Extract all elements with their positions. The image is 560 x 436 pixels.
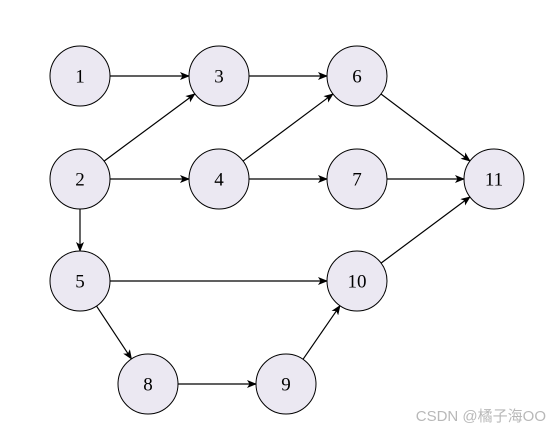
node-circle xyxy=(326,250,388,312)
node-circle xyxy=(49,45,111,107)
node-label: 5 xyxy=(75,272,85,293)
node-11: 11 xyxy=(463,148,525,210)
node-circle xyxy=(117,353,179,415)
node-label: 7 xyxy=(352,170,362,191)
edge-6-to-11 xyxy=(380,93,471,162)
node-9: 9 xyxy=(255,353,317,415)
node-8: 8 xyxy=(117,353,179,415)
node-5: 5 xyxy=(49,250,111,312)
node-10: 10 xyxy=(326,250,388,312)
node-circle xyxy=(188,45,250,107)
node-circle xyxy=(463,148,525,210)
node-4: 4 xyxy=(188,148,250,210)
node-2: 2 xyxy=(49,148,111,210)
node-label: 11 xyxy=(485,170,503,191)
node-circle xyxy=(326,45,388,107)
edges-layer xyxy=(76,72,471,388)
node-1: 1 xyxy=(49,45,111,107)
edge-10-to-11 xyxy=(380,196,471,264)
node-label: 2 xyxy=(75,170,85,191)
edge-9-to-10 xyxy=(302,304,341,360)
node-label: 9 xyxy=(281,375,291,396)
node-circle xyxy=(326,148,388,210)
node-circle xyxy=(49,250,111,312)
nodes-layer: 1 2 3 4 5 6 7 8 9 10 11 xyxy=(49,45,525,415)
edge-4-to-6 xyxy=(242,93,334,162)
node-label: 1 xyxy=(75,67,85,88)
node-label: 10 xyxy=(348,272,367,293)
node-circle xyxy=(49,148,111,210)
edge-2-to-3 xyxy=(103,93,196,162)
node-3: 3 xyxy=(188,45,250,107)
node-7: 7 xyxy=(326,148,388,210)
watermark: CSDN @橘子海OO xyxy=(415,408,546,425)
node-circle xyxy=(188,148,250,210)
node-circle xyxy=(255,353,317,415)
node-label: 4 xyxy=(214,170,224,191)
edge-5-to-8 xyxy=(96,305,133,360)
node-label: 6 xyxy=(352,67,362,88)
node-label: 8 xyxy=(143,375,153,396)
node-label: 3 xyxy=(214,67,224,88)
node-6: 6 xyxy=(326,45,388,107)
